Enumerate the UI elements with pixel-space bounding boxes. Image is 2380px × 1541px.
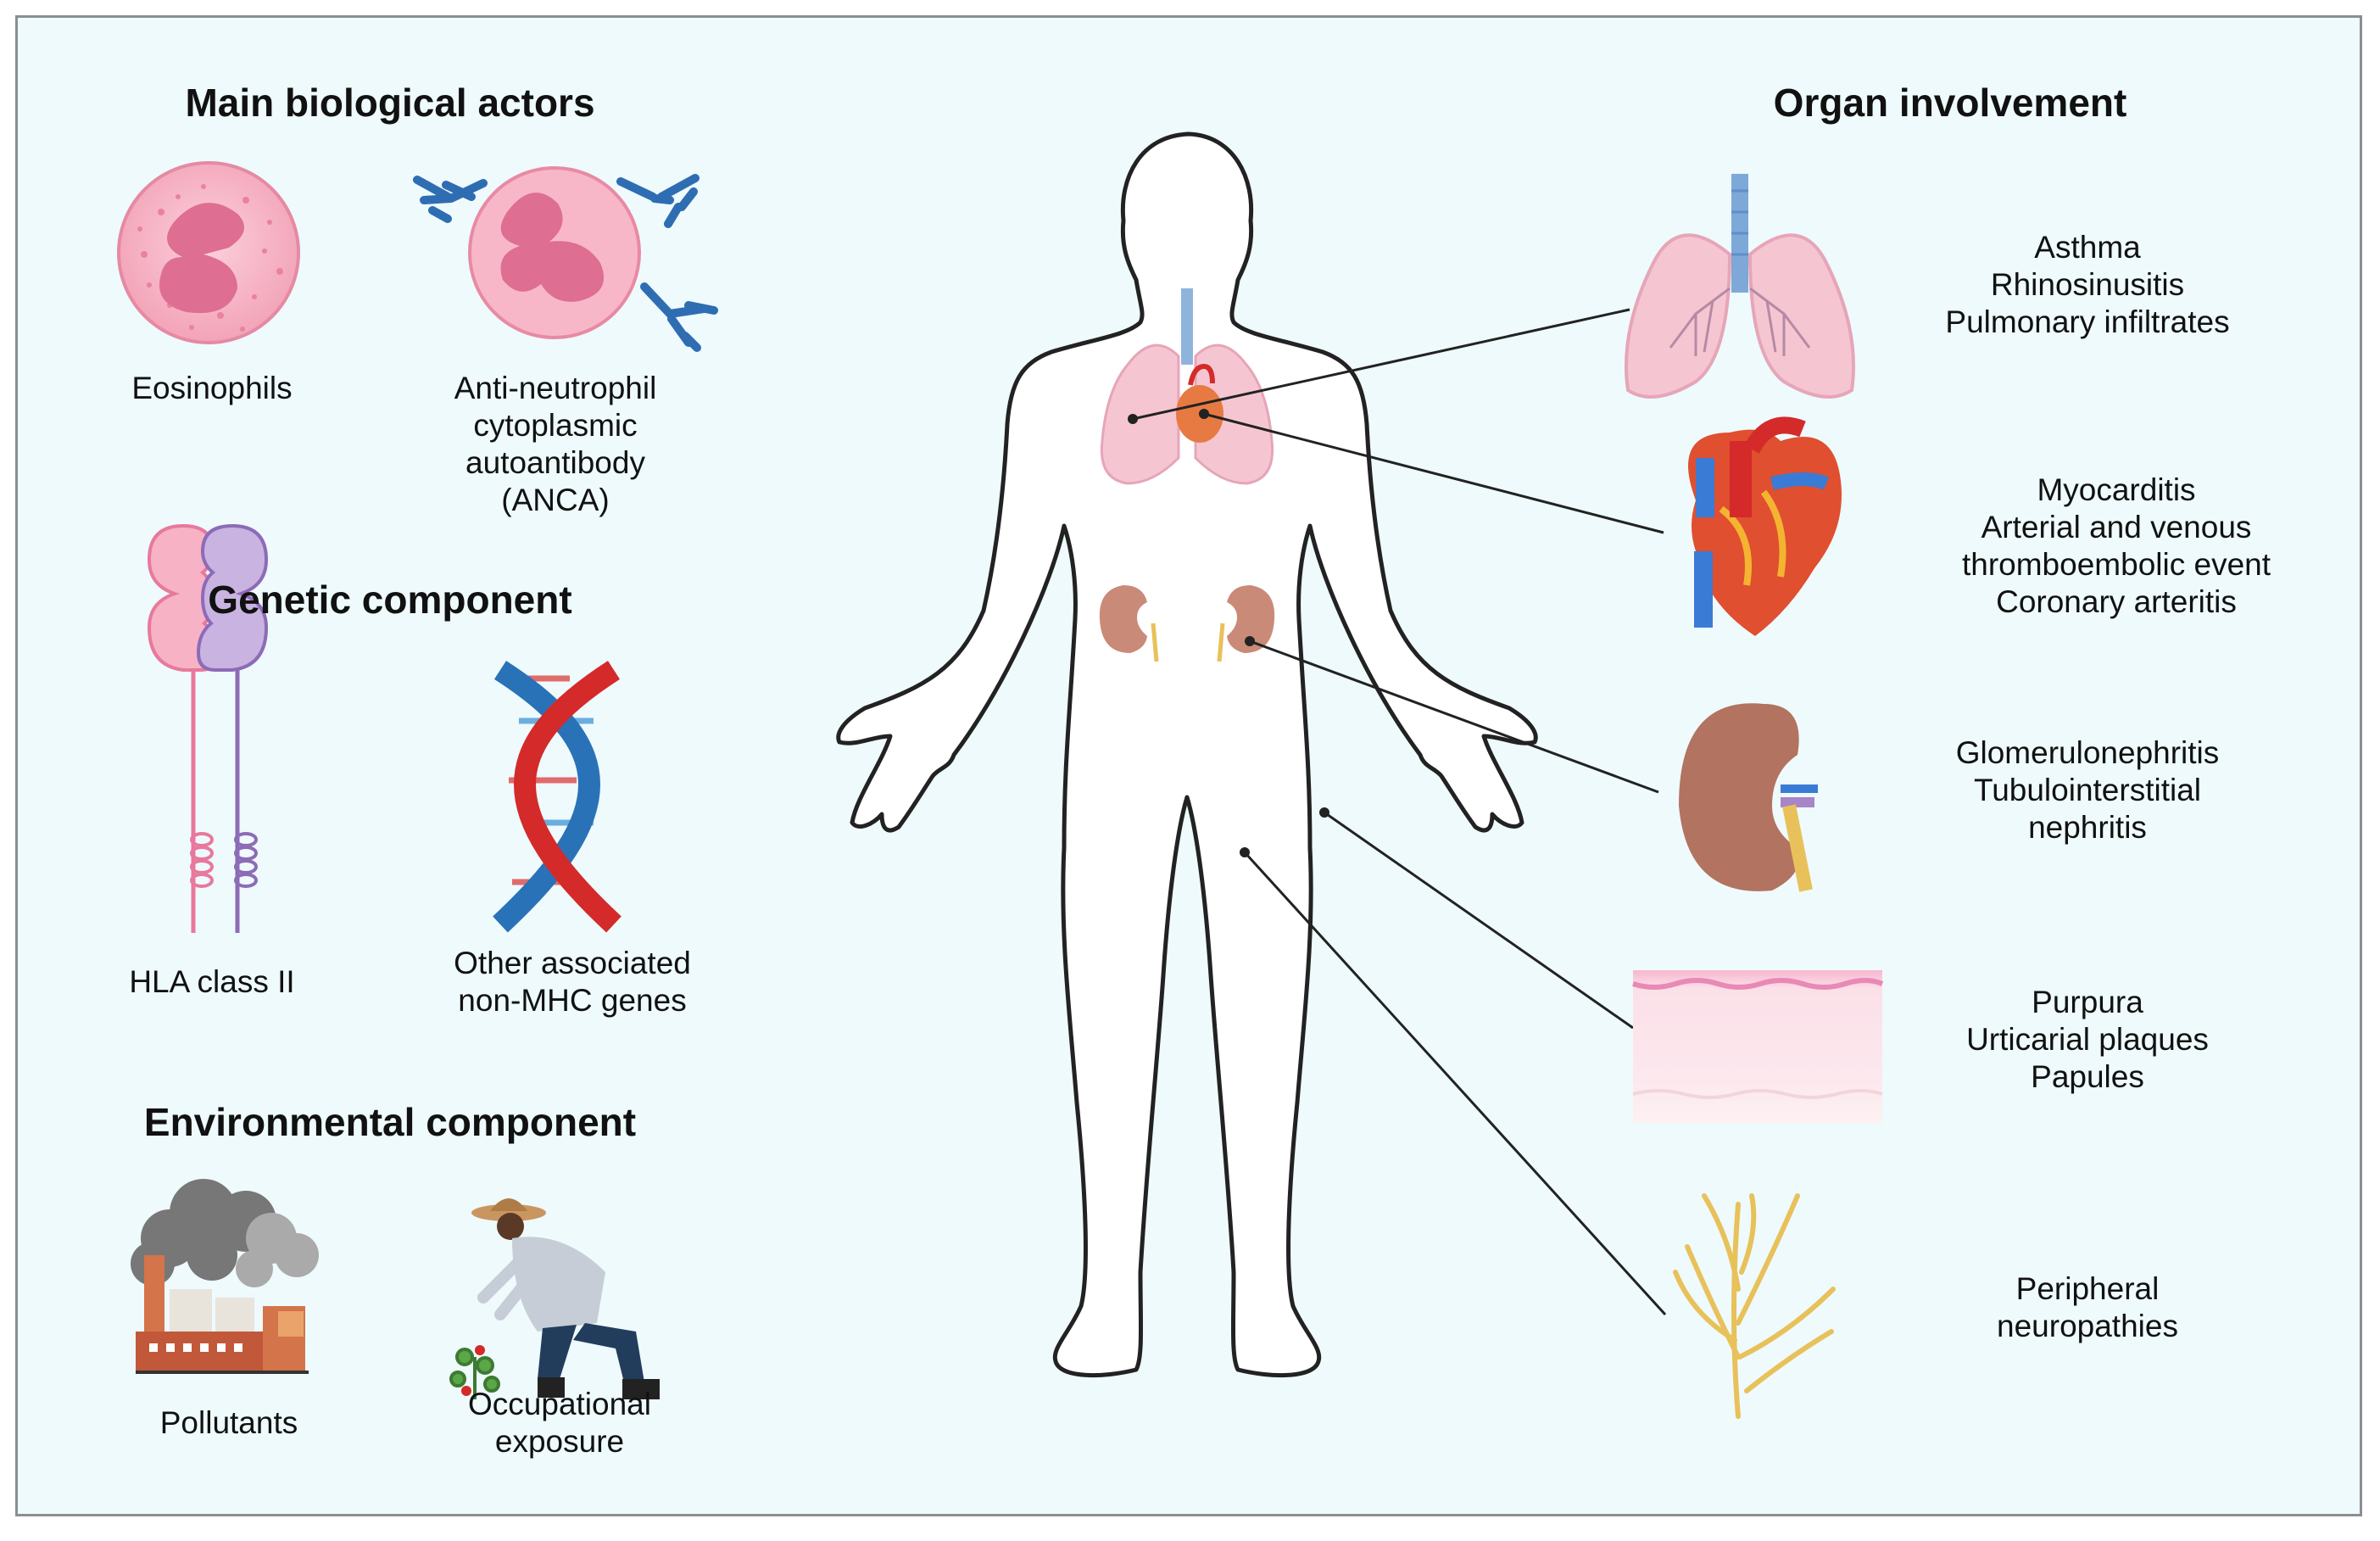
heart-icon	[1688, 416, 1842, 636]
kidney-icon	[1679, 703, 1818, 892]
human-body-outline	[836, 131, 1538, 1377]
heading-biological-actors: Main biological actors	[185, 81, 595, 125]
lung-icon	[1625, 174, 1855, 399]
farmer-icon	[449, 1198, 660, 1399]
anca-neutrophil-icon	[413, 166, 718, 352]
heading-environmental-component: Environmental component	[143, 1100, 637, 1144]
label-eosinophils: Eosinophils	[131, 371, 293, 405]
label-occupational-exposure: Occupational exposure	[468, 1387, 651, 1459]
label-nerve-manifestations: Peripheral neuropathies	[1997, 1271, 2178, 1343]
label-pollutants: Pollutants	[159, 1405, 298, 1440]
label-kidney-manifestations: Glomerulonephritis Tubulointerstitial ne…	[1955, 735, 2220, 845]
label-skin-manifestations: Purpura Urticarial plaques Papules	[1966, 985, 2209, 1094]
label-non-mhc-genes: Other associated non-MHC genes	[454, 946, 691, 1018]
label-lung-manifestations: Asthma Rhinosinusitis Pulmonary infiltra…	[1945, 230, 2230, 339]
body-kidneys	[1099, 585, 1275, 662]
eosinophil-icon	[117, 161, 300, 344]
label-hla-class-ii: HLA class II	[129, 964, 295, 999]
label-heart-manifestations: Myocarditis Arterial and venous thromboe…	[1961, 472, 2271, 619]
organ-connector-lines	[1132, 308, 1667, 1316]
skin-layer-icon	[1632, 970, 1884, 1123]
label-anca: Anti-neutrophil cytoplasmic autoantibody…	[454, 371, 657, 517]
nerve-icon	[1673, 1193, 1836, 1419]
dna-helix-icon	[493, 661, 621, 933]
heading-genetic-component: Genetic component	[208, 578, 572, 622]
hla-molecule-icon	[147, 523, 269, 933]
factory-pollution-icon	[131, 1179, 319, 1374]
organ-connector-dots	[1128, 409, 1329, 857]
body-lungs-heart	[1100, 288, 1274, 485]
heading-organ-involvement: Organ involvement	[1773, 81, 2127, 125]
